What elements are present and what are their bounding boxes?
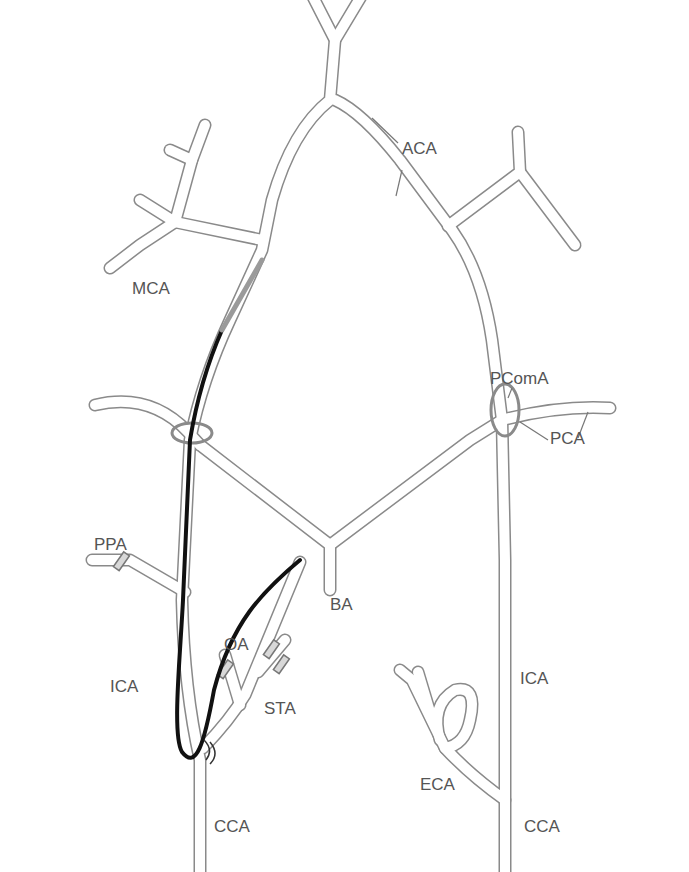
vessel-label: BA (328, 596, 355, 615)
vessel-label: ICA (108, 678, 140, 697)
vessel-label: PCA (548, 430, 587, 449)
vessel-label: PComA (488, 370, 551, 389)
vessel-label: ICA (518, 670, 550, 689)
vessel-label: MCA (130, 280, 172, 299)
vessel-label: ECA (418, 776, 457, 795)
vessel-label: OA (222, 636, 251, 655)
vessel-label: CCA (212, 818, 252, 837)
vessel-label: ACA (400, 140, 439, 159)
vessel-label: STA (262, 700, 298, 719)
vessel-label: PPA (92, 536, 129, 555)
vessel-label: CCA (522, 818, 562, 837)
